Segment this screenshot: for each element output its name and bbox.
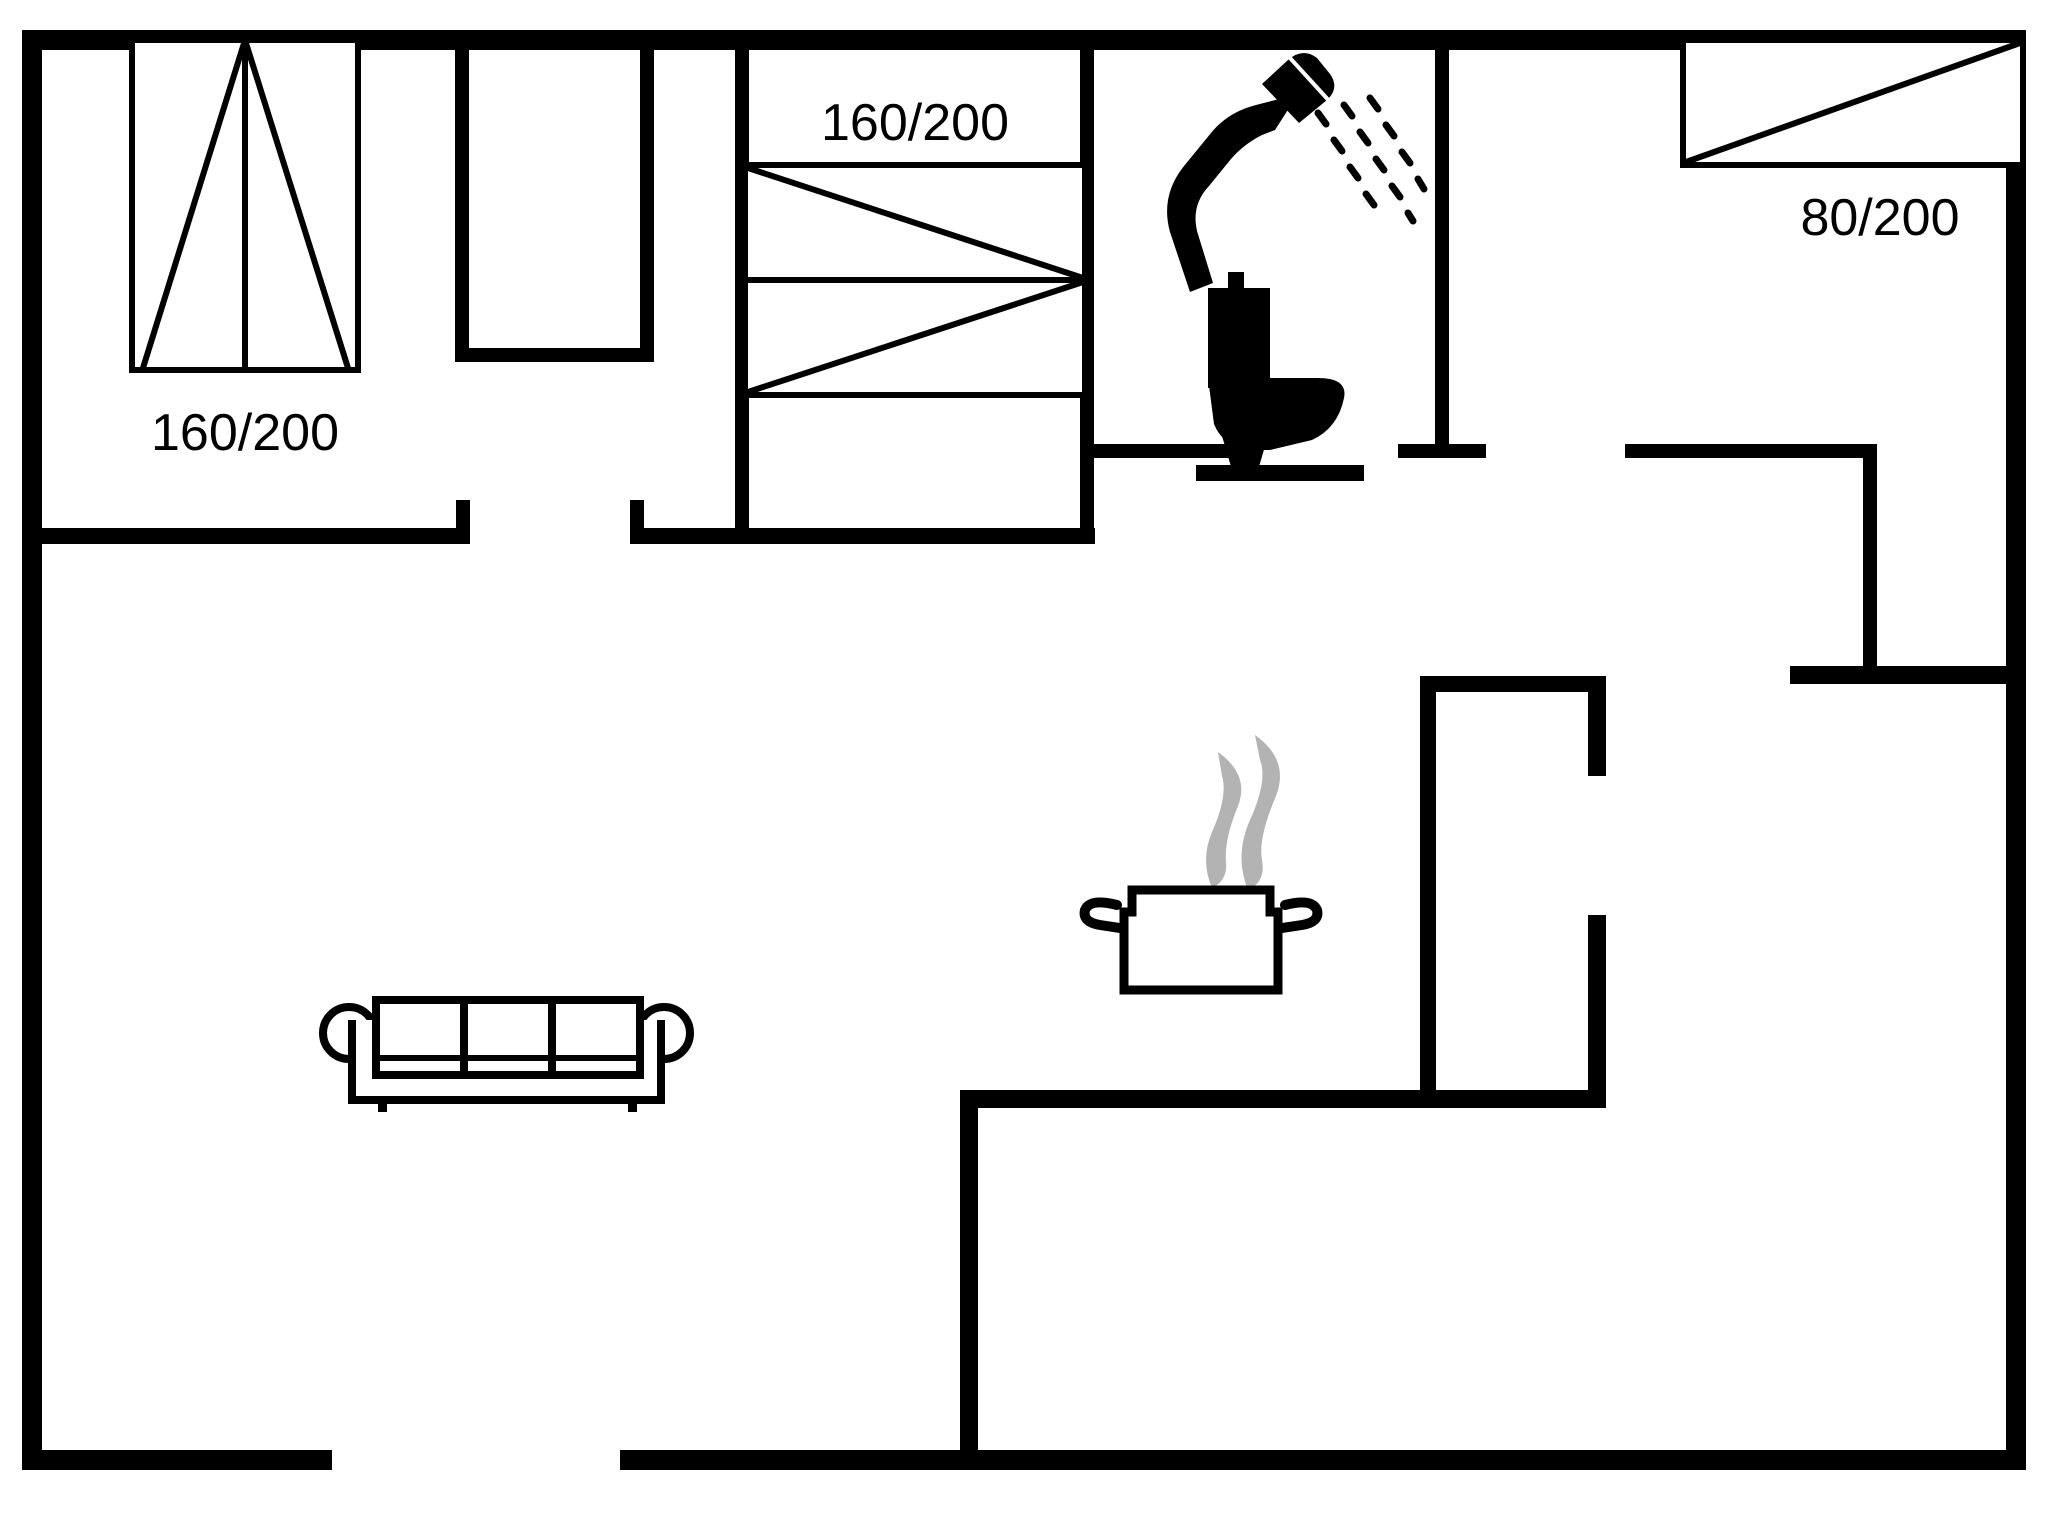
- steam-icon: [1206, 735, 1280, 890]
- exterior-walls: [22, 30, 2026, 1470]
- bed-right-dimension-label: 80/200: [1800, 189, 1959, 247]
- bed-icon-middle: [742, 162, 1088, 398]
- interior-walls-kitchen: [960, 676, 1606, 1468]
- toilet-icon: [1196, 272, 1364, 481]
- shower-icon: [1167, 52, 1428, 292]
- sofa-icon: [319, 996, 694, 1112]
- cooking-pot-icon: [1079, 735, 1323, 995]
- bed-icon-left: [129, 37, 361, 373]
- bed-icon-right: [1680, 37, 2026, 168]
- bed-middle-dimension-label: 160/200: [821, 94, 1009, 152]
- bed-left-dimension-label: 160/200: [151, 404, 339, 462]
